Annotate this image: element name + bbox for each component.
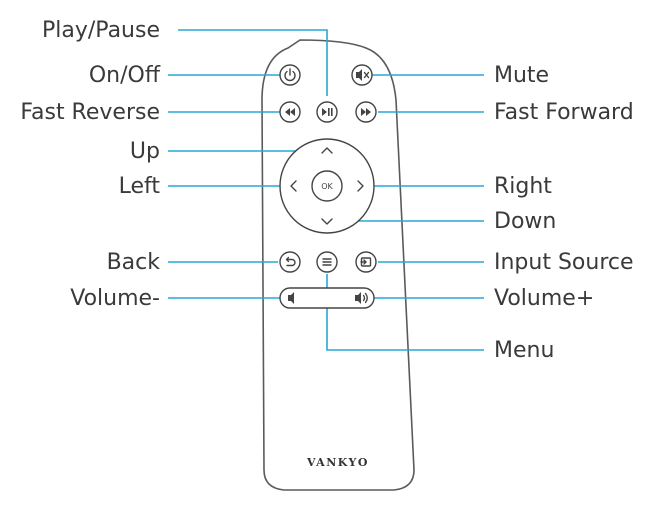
volume-up-icon	[355, 292, 368, 304]
volume-up-button[interactable]	[355, 292, 368, 304]
input-source-button[interactable]	[355, 251, 377, 273]
left-arrow-icon[interactable]	[290, 180, 297, 192]
label-play-pause: Play/Pause	[42, 18, 160, 43]
label-up: Up	[130, 139, 160, 164]
brand-logo: VANKYO	[306, 456, 369, 469]
volume-rocker	[279, 287, 375, 309]
play-pause-icon	[322, 108, 333, 116]
dpad: OK	[279, 138, 375, 234]
menu-button[interactable]	[316, 251, 338, 273]
back-icon	[285, 256, 296, 267]
down-arrow-icon[interactable]	[321, 218, 333, 225]
back-button[interactable]	[279, 251, 301, 273]
label-on-off: On/Off	[89, 63, 161, 88]
up-arrow-icon[interactable]	[321, 147, 333, 154]
play-pause-button[interactable]	[316, 101, 338, 123]
label-fast-reverse: Fast Reverse	[20, 100, 160, 125]
mute-icon	[356, 69, 370, 81]
label-fast-forward: Fast Forward	[494, 100, 634, 125]
power-button[interactable]	[279, 64, 301, 86]
label-right: Right	[494, 174, 552, 199]
volume-down-button[interactable]	[288, 292, 294, 304]
mute-button[interactable]	[351, 64, 373, 86]
fast-forward-button[interactable]	[355, 101, 377, 123]
input-source-icon	[360, 257, 372, 267]
ok-label: OK	[321, 182, 333, 191]
label-volume-minus: Volume-	[70, 286, 160, 311]
fast-reverse-button[interactable]	[279, 101, 301, 123]
label-left: Left	[119, 174, 161, 199]
power-icon	[284, 68, 296, 82]
label-down: Down	[494, 209, 556, 234]
label-menu: Menu	[494, 338, 554, 363]
label-back: Back	[107, 250, 161, 275]
right-arrow-icon[interactable]	[357, 180, 364, 192]
volume-down-icon	[288, 292, 294, 304]
ok-button[interactable]: OK	[311, 170, 343, 202]
label-volume-plus: Volume+	[494, 286, 594, 311]
fast-reverse-icon	[285, 108, 295, 116]
leader-lines	[168, 29, 484, 351]
menu-icon	[322, 258, 332, 266]
label-input-source: Input Source	[494, 250, 634, 275]
label-mute: Mute	[494, 63, 549, 88]
fast-forward-icon	[361, 108, 371, 116]
